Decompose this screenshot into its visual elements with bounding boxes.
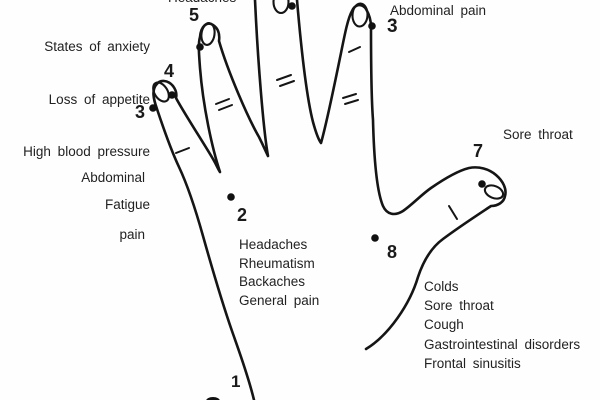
condition-line: Backaches bbox=[239, 274, 306, 289]
pressure-point-dot-1-clipped bbox=[206, 397, 220, 400]
pressure-point-dot-4 bbox=[168, 91, 176, 99]
middle-nail bbox=[272, 0, 290, 15]
condition-line: Fatigue bbox=[104, 196, 150, 212]
ring-nail bbox=[200, 22, 216, 46]
pressure-point-dot-3-right bbox=[368, 22, 376, 30]
pressure-point-dot-2 bbox=[227, 193, 235, 201]
condition-line: Frontal sinusitis bbox=[424, 355, 521, 371]
thumb-crease-mark bbox=[448, 205, 458, 220]
pinky-nail bbox=[152, 81, 170, 103]
label-line: pain bbox=[119, 227, 145, 242]
point-number-4: 4 bbox=[164, 61, 175, 81]
condition-line: States of anxiety bbox=[44, 39, 150, 54]
point-number-2: 2 bbox=[237, 205, 248, 225]
sore-throat-label: Sore throat bbox=[503, 127, 573, 142]
pinky-crease-mark bbox=[175, 147, 190, 154]
pressure-point-dot-7 bbox=[478, 180, 486, 188]
top-cut-label: Headaches bbox=[168, 0, 236, 5]
pressure-point-dot-5 bbox=[196, 43, 204, 51]
point-number-3-left: 3 bbox=[135, 102, 146, 122]
condition-line: General pain bbox=[239, 292, 320, 308]
point5-conditions-list: States of anxiety Loss of appetite High … bbox=[0, 3, 150, 248]
point-number-7: 7 bbox=[473, 141, 484, 161]
condition-line: Sore throat bbox=[424, 298, 494, 314]
condition-line: Cough bbox=[424, 317, 464, 333]
point2-conditions-list: Headaches Rheumatism Backaches General p… bbox=[239, 236, 319, 310]
index-lower-crease-mark bbox=[342, 93, 359, 105]
condition-line: Headaches bbox=[239, 237, 308, 252]
pressure-point-dot-8 bbox=[371, 234, 379, 242]
hand-outline-right bbox=[295, 0, 507, 351]
index-nail bbox=[351, 2, 369, 28]
condition-line: Gastrointestinal disorders bbox=[424, 336, 581, 352]
abdominal-pain-left-label: Abdominal pain bbox=[0, 130, 145, 282]
index-upper-crease-mark bbox=[348, 46, 361, 53]
pressure-point-dot-middle-finger bbox=[288, 2, 296, 10]
middle-crease-mark bbox=[276, 74, 295, 87]
condition-line: Colds bbox=[424, 279, 459, 294]
point-number-8: 8 bbox=[387, 242, 398, 262]
label-line: Abdominal bbox=[81, 170, 145, 185]
point-number-3-right: 3 bbox=[387, 16, 398, 37]
condition-line: Loss of appetite bbox=[48, 91, 150, 107]
point8-conditions-list: Colds Sore throat Cough Gastrointestinal… bbox=[424, 277, 580, 373]
point-number-1: 1 bbox=[231, 372, 241, 391]
pressure-point-dot-3-left bbox=[149, 104, 157, 112]
thumb-nail bbox=[483, 184, 505, 200]
ring-crease-mark bbox=[215, 98, 233, 111]
hand-outline-left bbox=[152, 0, 270, 400]
abdominal-pain-right-label: Abdominal pain bbox=[390, 3, 487, 18]
condition-line: Rheumatism bbox=[239, 255, 315, 271]
point-number-5: 5 bbox=[189, 5, 200, 25]
condition-line: High blood pressure bbox=[23, 144, 150, 159]
